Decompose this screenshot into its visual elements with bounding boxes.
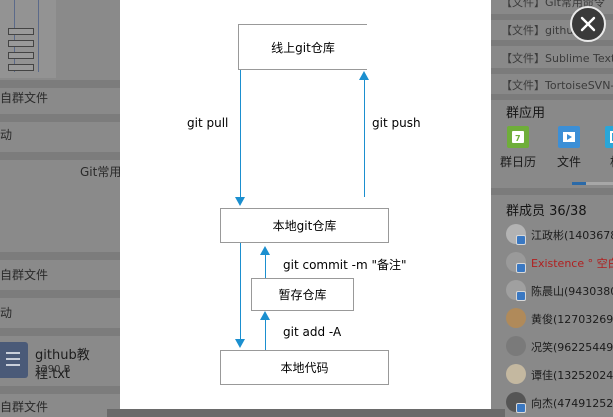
member-item[interactable]: Existence ° 空白 bbox=[506, 252, 613, 276]
pull-arrow-head bbox=[235, 197, 245, 206]
member-item[interactable]: 陈晨山(9430380 bbox=[506, 280, 613, 304]
device-badge-icon bbox=[516, 403, 526, 413]
commit-arrow-line bbox=[265, 254, 266, 278]
member-item[interactable]: 况笑(962254495 bbox=[506, 336, 613, 360]
right-background-panel: 【文件】Git常用命令 【文件】github教程 【文件】Sublime Tex… bbox=[491, 0, 613, 417]
thumbnail-preview bbox=[0, 0, 56, 78]
device-badge-icon bbox=[516, 235, 526, 245]
app-files[interactable]: 文件 bbox=[550, 126, 588, 170]
pull-label: git pull bbox=[187, 116, 229, 130]
file-item[interactable]: github教程.txt 1290 B bbox=[0, 336, 120, 384]
local-repo-label: 本地git仓库 bbox=[272, 219, 337, 233]
avatar bbox=[506, 336, 526, 356]
pull-arrow-line bbox=[240, 70, 241, 198]
group-file-link[interactable]: 【文件】Git常用命令 bbox=[501, 0, 605, 9]
push-arrow-line bbox=[364, 80, 365, 197]
add-label: git add -A bbox=[283, 325, 342, 339]
apps-scroll-track[interactable] bbox=[572, 182, 613, 185]
left-row[interactable]: 自群文件 bbox=[0, 268, 49, 282]
album-icon bbox=[605, 126, 613, 148]
add-arrow-head bbox=[260, 311, 270, 320]
avatar bbox=[506, 364, 526, 384]
image-viewer: 线上git仓库 git pull git push 本地git仓库 git co… bbox=[120, 0, 491, 410]
left-background-panel: 自群文件 动 Git常用命 自群文件 动 github教程.txt 1290 B… bbox=[0, 0, 120, 417]
app-album[interactable]: 相 bbox=[597, 126, 613, 170]
calendar-icon: 7 bbox=[507, 126, 529, 148]
local-repo-box: 本地git仓库 bbox=[220, 208, 389, 243]
member-item[interactable]: 江政彬(1403678 bbox=[506, 224, 613, 248]
group-file-link[interactable]: 【文件】TortoiseSVN-1 bbox=[501, 79, 613, 92]
viewer-bottom-bar bbox=[107, 409, 505, 417]
checkout-arrow-line bbox=[240, 243, 241, 339]
left-row[interactable]: 自群文件 bbox=[0, 91, 49, 105]
device-badge-icon bbox=[516, 291, 526, 301]
close-button[interactable] bbox=[570, 6, 606, 42]
checkout-arrow-head bbox=[235, 339, 245, 348]
group-apps-title: 群应用 bbox=[506, 106, 546, 121]
staging-label: 暂存仓库 bbox=[278, 288, 327, 302]
avatar bbox=[506, 308, 526, 328]
commit-label: git commit -m "备注" bbox=[283, 258, 407, 272]
staging-box: 暂存仓库 bbox=[251, 278, 354, 311]
left-row[interactable]: 自群文件 bbox=[0, 400, 49, 414]
add-arrow-line bbox=[265, 320, 266, 350]
close-icon bbox=[580, 16, 596, 32]
commit-arrow-head bbox=[260, 246, 270, 255]
group-members-title: 群成员 36/38 bbox=[506, 204, 587, 219]
group-file-link[interactable]: 【文件】Sublime Text B bbox=[501, 52, 613, 65]
working-dir-box: 本地代码 bbox=[220, 350, 389, 385]
remote-repo-label: 线上git仓库 bbox=[271, 40, 335, 55]
device-badge-icon bbox=[516, 263, 526, 273]
push-label: git push bbox=[372, 116, 421, 130]
member-item[interactable]: 黄俊(127032698 bbox=[506, 308, 613, 332]
left-row[interactable]: 动 bbox=[0, 128, 13, 142]
push-arrow-head bbox=[359, 71, 369, 80]
apps-scroll-thumb[interactable] bbox=[572, 182, 586, 185]
file-size: 1290 B bbox=[35, 364, 71, 375]
app-calendar[interactable]: 7 群日历 bbox=[499, 126, 537, 170]
file-share-icon bbox=[558, 126, 580, 148]
working-dir-label: 本地代码 bbox=[280, 361, 329, 375]
remote-repo-box: 线上git仓库 bbox=[238, 24, 367, 70]
left-row[interactable]: 动 bbox=[0, 306, 13, 320]
file-name: github教程.txt bbox=[35, 348, 90, 382]
left-row[interactable]: Git常用命 bbox=[80, 165, 120, 179]
member-item[interactable]: 向杰(474912529 bbox=[506, 392, 613, 416]
text-file-icon bbox=[0, 342, 28, 378]
member-item[interactable]: 谭佳(132520247 bbox=[506, 364, 613, 388]
